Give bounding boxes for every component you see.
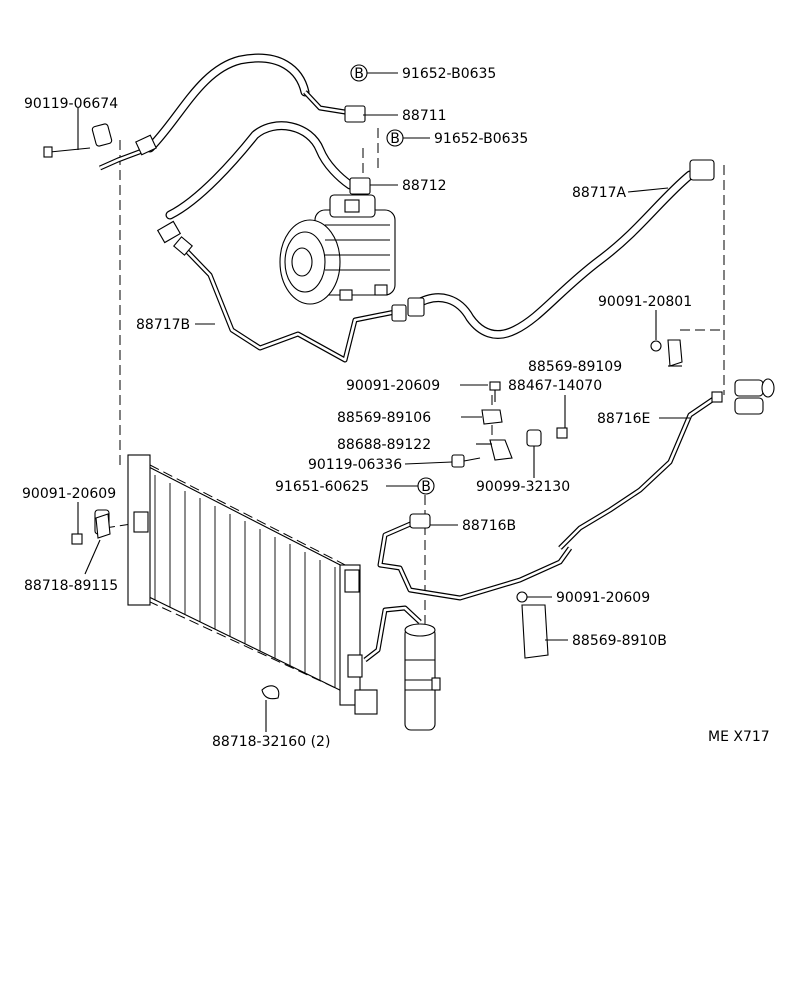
label-88718-89115: 88718-89115: [24, 578, 118, 594]
bolt-marker-3: B: [417, 477, 435, 495]
label-90099-32130: 90099-32130: [476, 479, 570, 495]
pipe-88716e: [558, 378, 775, 550]
label-88712: 88712: [402, 178, 447, 194]
condenser-fins: [154, 475, 336, 688]
svg-text:B: B: [390, 131, 400, 147]
bolt-marker-2: B: [386, 129, 404, 147]
label-88718-32160: 88718-32160 (2): [212, 734, 330, 750]
suction-hose-upper: [91, 53, 366, 171]
receiver-drier: [404, 623, 441, 731]
label-88711: 88711: [402, 108, 447, 124]
label-90091-20609-right: 90091-20609: [556, 590, 650, 606]
label-90091-20801: 90091-20801: [598, 294, 692, 310]
label-88467-14070: 88467-14070: [508, 378, 602, 394]
svg-text:B: B: [354, 66, 364, 82]
label-90119-06674: 90119-06674: [24, 96, 118, 112]
small-hardware: [43, 146, 683, 700]
pipe-88716b: [363, 513, 573, 662]
svg-text:B: B: [421, 479, 431, 495]
label-90119-06336: 90119-06336: [308, 457, 402, 473]
part-labels: 90119-06674 91652-B0635 88711 91652-B063…: [22, 66, 770, 750]
label-90091-20609-center: 90091-20609: [346, 378, 440, 394]
diagram-code: ME X717: [708, 729, 770, 745]
label-88717b: 88717B: [136, 317, 190, 333]
label-88717a: 88717A: [572, 185, 627, 201]
compressor: [279, 194, 396, 305]
label-88716b: 88716B: [462, 518, 516, 534]
condenser: [94, 454, 378, 715]
label-88569-89109: 88569-89109: [528, 359, 622, 375]
pipe-88717b: [173, 236, 407, 363]
hose-88717a: [407, 159, 715, 339]
assembly-dashed-lines: [104, 128, 725, 691]
label-91652-b0635-lower: 91652-B0635: [434, 131, 528, 147]
leader-lines: [77, 72, 690, 732]
discharge-hose: [156, 121, 371, 244]
label-91652-b0635-upper: 91652-B0635: [402, 66, 496, 82]
bolt-marker-1: B: [350, 64, 368, 82]
label-88716e: 88716E: [597, 411, 650, 427]
label-91651-60625: 91651-60625: [275, 479, 369, 495]
label-90091-20609-left: 90091-20609: [22, 486, 116, 502]
label-88569-8910b: 88569-8910B: [572, 633, 667, 649]
label-88569-89106: 88569-89106: [337, 410, 431, 426]
label-88688-89122: 88688-89122: [337, 437, 431, 453]
